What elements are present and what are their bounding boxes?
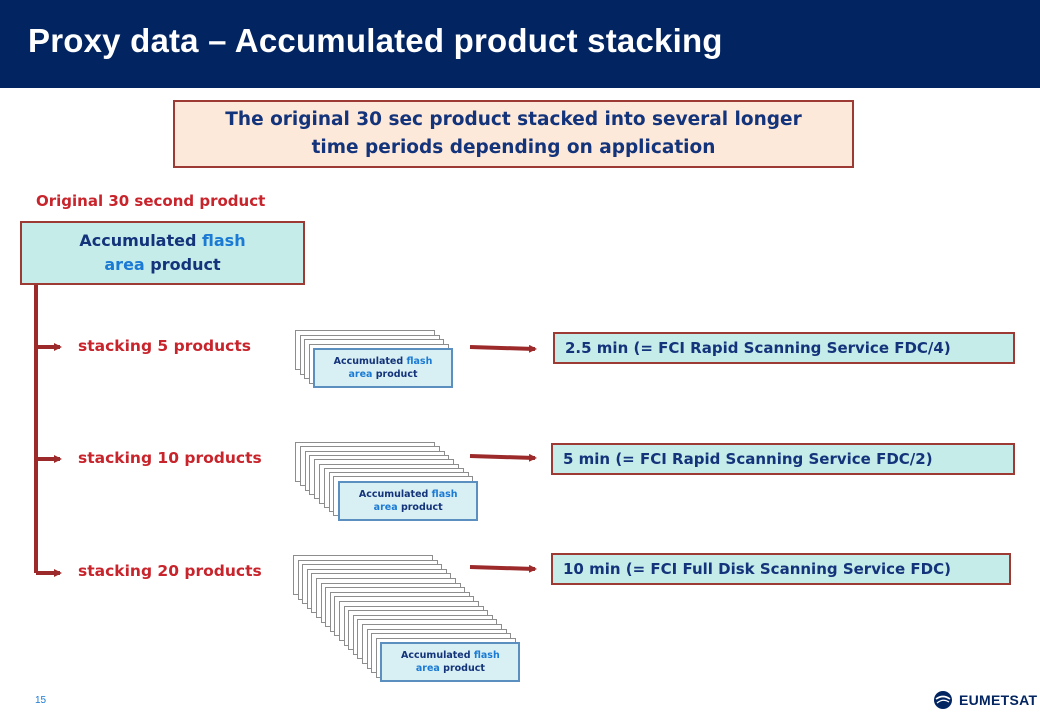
card-line-2: area product <box>348 368 417 381</box>
result-box-2: 5 min (= FCI Rapid Scanning Service FDC/… <box>551 443 1015 475</box>
card-word-area: area <box>348 369 376 380</box>
stacking-label-2: stacking 10 products <box>78 449 262 467</box>
card-line-1: Accumulated flash <box>401 649 500 662</box>
card-word-flash: flash <box>406 356 433 367</box>
original-product-label: Original 30 second product <box>36 192 266 210</box>
card-word-product: product <box>375 369 418 380</box>
callout-box: The original 30 sec product stacked into… <box>173 100 854 168</box>
stacking-label-1: stacking 5 products <box>78 337 251 355</box>
result-box-1: 2.5 min (= FCI Rapid Scanning Service FD… <box>553 332 1015 364</box>
accumulated-product-box: Accumulated flash area product <box>20 221 305 285</box>
card-word-accumulated: Accumulated <box>358 488 432 500</box>
card-word-flash: flash <box>473 650 500 662</box>
stacking-label-3: stacking 20 products <box>78 562 262 580</box>
page-number: 15 <box>35 695 47 706</box>
header-bar: Proxy data – Accumulated product stackin… <box>0 0 1040 88</box>
callout-line-2: time periods depending on application <box>311 137 716 158</box>
eumetsat-logo: EUMETSAT <box>933 690 1037 710</box>
card-word-area: area <box>415 663 444 675</box>
card-line-2: area product <box>416 662 485 675</box>
arrow-result-3 <box>469 564 537 573</box>
product-word-product: product <box>150 255 221 274</box>
product-word-flash: flash <box>202 231 246 250</box>
card-word-area: area <box>373 501 401 513</box>
card-word-flash: flash <box>431 488 458 500</box>
product-word-accumulated: Accumulated <box>79 231 197 250</box>
card-word-product: product <box>400 501 443 513</box>
arrow-result-2 <box>469 453 537 462</box>
product-line-1: Accumulated flash <box>79 229 245 253</box>
arrow-result-1 <box>469 344 537 353</box>
product-line-2: area product <box>104 253 220 277</box>
eumetsat-globe-icon <box>934 691 952 709</box>
product-word-area: area <box>104 255 145 274</box>
card-line-1: Accumulated flash <box>359 488 458 501</box>
card-word-product: product <box>443 663 485 675</box>
card-word-accumulated: Accumulated <box>333 356 407 367</box>
card-word-accumulated: Accumulated <box>401 650 474 662</box>
result-box-3: 10 min (= FCI Full Disk Scanning Service… <box>551 553 1011 585</box>
card-line-2: area product <box>374 501 443 514</box>
logo-text: EUMETSAT <box>959 692 1038 708</box>
card-line-1: Accumulated flash <box>334 355 433 368</box>
page-title: Proxy data – Accumulated product stackin… <box>28 22 723 59</box>
callout-line-1: The original 30 sec product stacked into… <box>225 109 802 130</box>
